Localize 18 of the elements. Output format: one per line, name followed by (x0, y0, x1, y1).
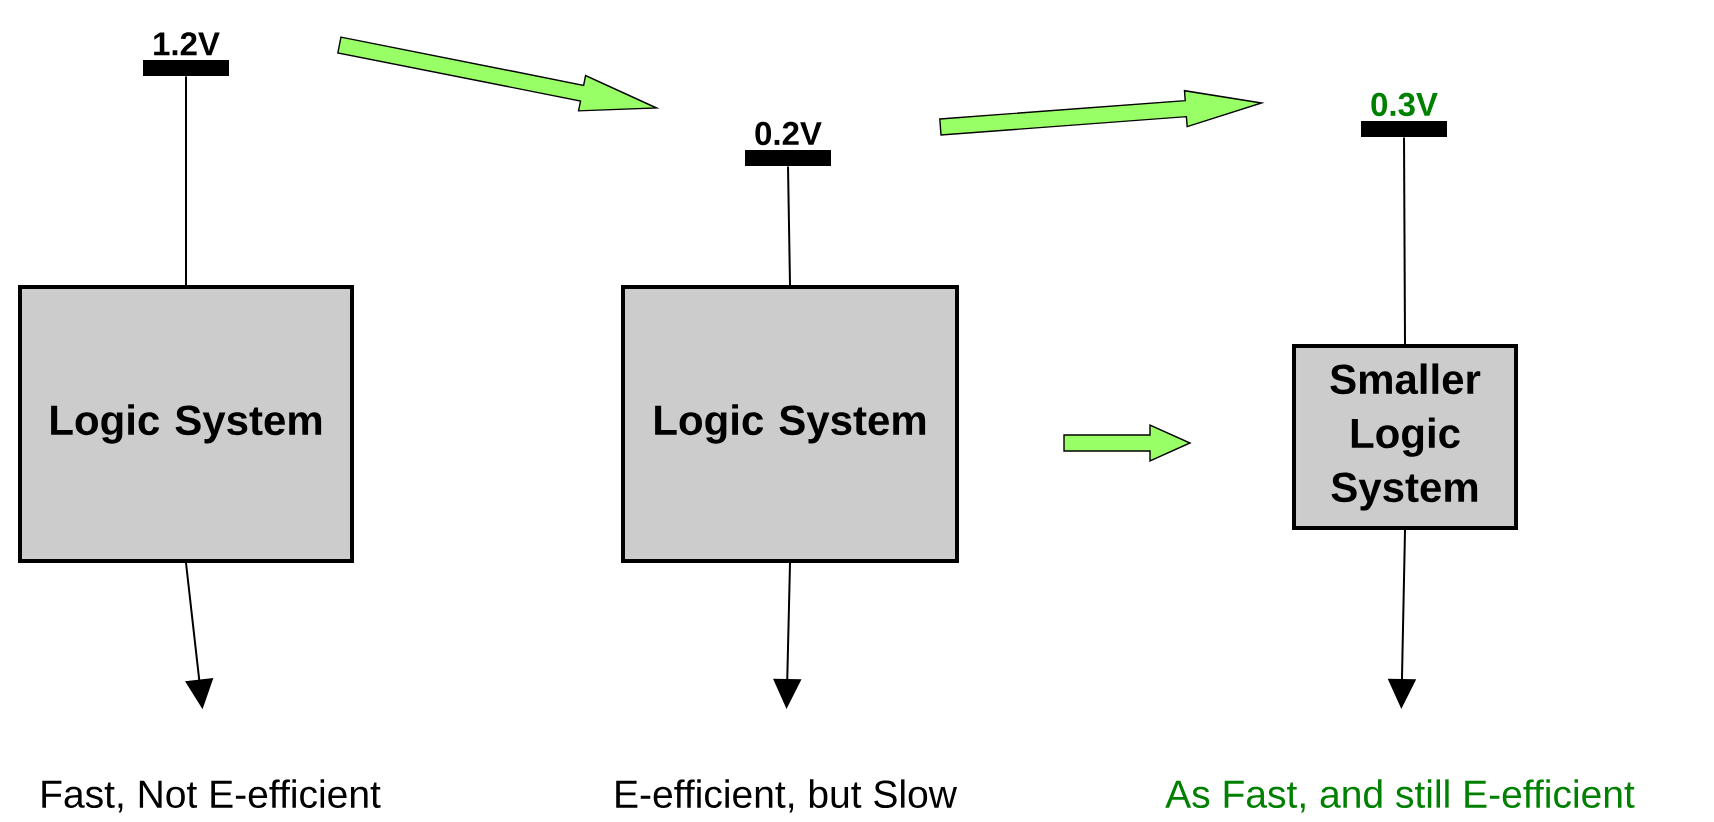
logic-box: Logic System (621, 285, 959, 563)
result-text: E-efficient, but Slow (616, 779, 958, 813)
block-arrow (337, 36, 660, 112)
connector-line (185, 75, 187, 286)
node-label: 0.3V (1371, 92, 1438, 117)
result-text: Fast, Not E-efficient (42, 779, 381, 813)
logic-box: Smaller Logic System (1292, 344, 1518, 530)
logic-box: Logic System (18, 285, 354, 563)
result-text: As Fast, and still E-efficient (1165, 779, 1635, 813)
supply-bar: 0.2V (745, 121, 831, 166)
connector-line (1403, 136, 1406, 345)
node-label: 1.2V (154, 32, 220, 56)
connector-line (787, 165, 791, 286)
supply-bar: 1.2V (143, 32, 229, 76)
block-arrow (1063, 423, 1192, 463)
supply-bar: 0.3V (1361, 92, 1447, 137)
block-arrow (939, 89, 1265, 136)
node-label: 0.2V (755, 121, 822, 146)
